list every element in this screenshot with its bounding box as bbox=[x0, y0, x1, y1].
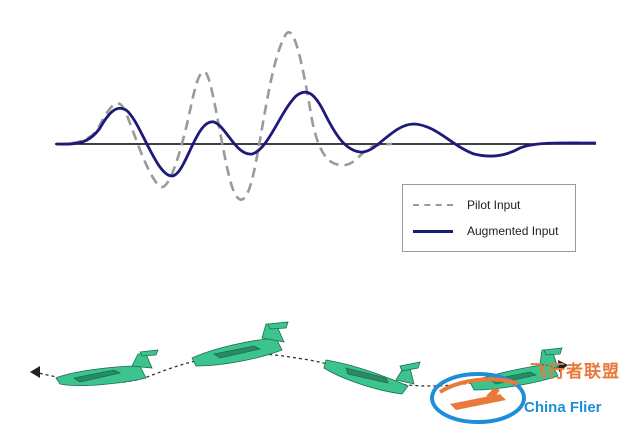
aircraft-2 bbox=[191, 321, 289, 367]
flight-path-left-arrow bbox=[30, 366, 40, 378]
watermark-chinese-text: 飞行者联盟 bbox=[530, 362, 620, 382]
legend-box: Pilot Input Augmented Input bbox=[402, 184, 576, 252]
flight-path bbox=[33, 353, 563, 387]
legend-label-pilot-input: Pilot Input bbox=[467, 198, 521, 212]
legend-item-pilot-input: Pilot Input bbox=[413, 198, 520, 212]
legend-swatch-augmented-input bbox=[413, 229, 453, 233]
watermark-logo-icon bbox=[430, 372, 526, 424]
watermark: 飞行者联盟 China Flier bbox=[428, 355, 628, 435]
legend-swatch-pilot-input bbox=[413, 204, 453, 206]
pilot-input-curve bbox=[55, 31, 393, 201]
flight-path-right-arrow bbox=[558, 360, 568, 372]
aircraft-3 bbox=[323, 359, 421, 395]
watermark-english-text: China Flier bbox=[524, 399, 602, 416]
legend-item-augmented-input: Augmented Input bbox=[413, 224, 558, 238]
legend-label-augmented-input: Augmented Input bbox=[467, 224, 559, 238]
augmented-input-curve bbox=[55, 90, 597, 178]
aircraft-1 bbox=[55, 349, 159, 387]
